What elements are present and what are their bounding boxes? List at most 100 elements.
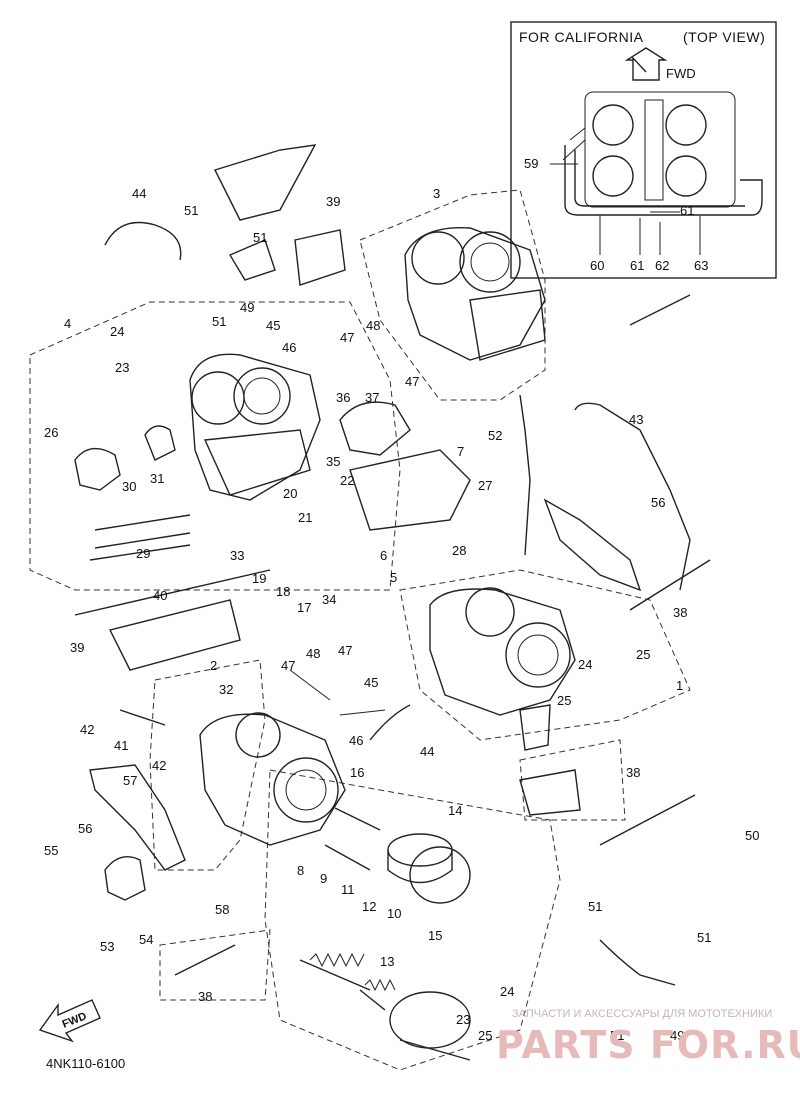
part-label: 51	[697, 930, 711, 945]
part-label: 3	[433, 186, 440, 201]
part-label: 52	[488, 428, 502, 443]
part-label: 40	[153, 588, 167, 603]
part-label: 45	[364, 675, 378, 690]
inset-title: FOR CALIFORNIA	[519, 29, 644, 45]
part-label: 24	[110, 324, 124, 339]
part-label: 13	[380, 954, 394, 969]
california-inset: FOR CALIFORNIA (TOP VIEW) FWD 59 61 60 6…	[510, 21, 777, 279]
part-label: 26	[44, 425, 58, 440]
part-label: 54	[139, 932, 153, 947]
part-label: 16	[350, 765, 364, 780]
part-label: 27	[478, 478, 492, 493]
inset-label-61a: 61	[680, 203, 694, 218]
part-label: 31	[150, 471, 164, 486]
fwd-up-arrow-icon	[624, 47, 668, 81]
part-label: 45	[266, 318, 280, 333]
inset-view-label: (TOP VIEW)	[683, 29, 765, 45]
part-label: 53	[100, 939, 114, 954]
part-label: 15	[428, 928, 442, 943]
part-label: 51	[610, 1028, 624, 1043]
carburetor-2	[89, 712, 346, 901]
part-label: 30	[122, 479, 136, 494]
part-label: 14	[448, 803, 462, 818]
part-label: 28	[452, 543, 466, 558]
part-label: 9	[320, 871, 327, 886]
part-label: 19	[252, 571, 266, 586]
part-label: 6	[380, 548, 387, 563]
part-label: 11	[341, 882, 355, 897]
part-label: 39	[70, 640, 84, 655]
inset-fwd-label: FWD	[666, 66, 696, 81]
part-label: 47	[405, 374, 419, 389]
carburetor-3	[404, 227, 546, 361]
part-label: 47	[338, 643, 352, 658]
part-label: 32	[219, 682, 233, 697]
part-label: 34	[322, 592, 336, 607]
watermark-tagline: ЗАПЧАСТИ И АКСЕССУАРЫ ДЛЯ МОТОТЕХНИКИ	[512, 1008, 772, 1020]
part-label: 24	[578, 657, 592, 672]
part-label: 46	[282, 340, 296, 355]
part-label: 12	[362, 899, 376, 914]
part-label: 41	[114, 738, 128, 753]
part-label: 1	[676, 678, 683, 693]
part-label: 49	[670, 1028, 684, 1043]
part-label: 4	[64, 316, 71, 331]
part-label: 5	[390, 570, 397, 585]
part-label: 17	[297, 600, 311, 615]
part-label: 23	[115, 360, 129, 375]
part-label: 24	[500, 984, 514, 999]
watermark: ЗАПЧАСТИ И АКСЕССУАРЫ ДЛЯ МОТОТЕХНИКИ PA…	[496, 1008, 800, 1067]
part-label: 22	[340, 473, 354, 488]
part-label: 39	[326, 194, 340, 209]
part-label: 44	[132, 186, 146, 201]
part-label: 8	[297, 863, 304, 878]
watermark-site: PARTS FOR.RU	[496, 1023, 800, 1067]
inset-label-63: 63	[694, 258, 708, 273]
part-label: 51	[253, 230, 267, 245]
part-label: 57	[123, 773, 137, 788]
part-label: 25	[636, 647, 650, 662]
inset-label-61b: 61	[630, 258, 644, 273]
part-label: 51	[184, 203, 198, 218]
group-outlines	[29, 189, 691, 1071]
part-label: 25	[557, 693, 571, 708]
part-label: 44	[420, 744, 434, 759]
part-label: 58	[215, 902, 229, 917]
part-label: 38	[626, 765, 640, 780]
fwd-arrow: FWD	[38, 999, 101, 1043]
part-label: 56	[78, 821, 92, 836]
inset-label-60: 60	[590, 258, 604, 273]
part-label: 51	[212, 314, 226, 329]
part-label: 43	[629, 412, 643, 427]
linkages-and-hoses	[74, 144, 711, 986]
part-label: 42	[152, 758, 166, 773]
part-label: 10	[387, 906, 401, 921]
part-label: 48	[366, 318, 380, 333]
part-label: 56	[651, 495, 665, 510]
part-label: 29	[136, 546, 150, 561]
part-label: 49	[240, 300, 254, 315]
part-label: 23	[456, 1012, 470, 1027]
part-label: 33	[230, 548, 244, 563]
part-label: 36	[336, 390, 350, 405]
part-label: 20	[283, 486, 297, 501]
part-labels: 44 51 39 51 3 4 24 51 49 45 48 47 46 23 …	[44, 186, 759, 1043]
part-label: 7	[457, 444, 464, 459]
inset-label-62: 62	[655, 258, 669, 273]
inset-label-59: 59	[524, 156, 538, 171]
part-label: 47	[340, 330, 354, 345]
part-label: 18	[276, 584, 290, 599]
piston-diaphragm-assembly	[299, 833, 471, 1061]
part-label: 51	[588, 899, 602, 914]
part-label: 38	[673, 605, 687, 620]
part-label: 47	[281, 658, 295, 673]
fwd-arrow-icon	[38, 999, 101, 1043]
carburetor-4	[74, 353, 471, 561]
part-label: 25	[478, 1028, 492, 1043]
part-label: 38	[198, 989, 212, 1004]
part-label: 35	[326, 454, 340, 469]
part-label: 46	[349, 733, 363, 748]
diagram-code: 4NK110-6100	[46, 1056, 125, 1071]
part-label: 42	[80, 722, 94, 737]
